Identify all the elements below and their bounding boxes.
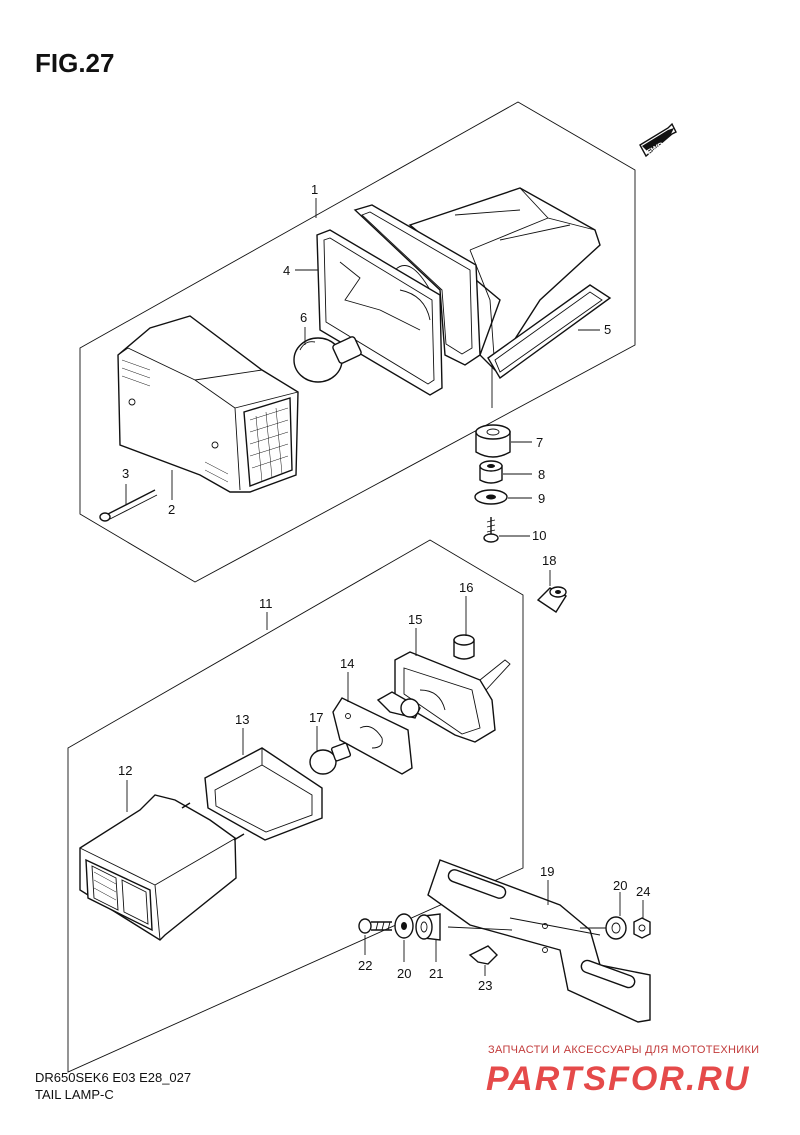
- grommet-7: [475, 424, 511, 458]
- bulb-17: [309, 742, 352, 775]
- assembly-box-11: [67, 539, 524, 1073]
- callout-3: 3: [122, 466, 129, 481]
- callout-6: 6: [300, 310, 307, 325]
- tail-lamp-lens: [117, 315, 299, 493]
- callout-2: 2: [168, 502, 175, 517]
- callout-10: 10: [532, 528, 546, 543]
- forward-arrow-icon: FWD: [639, 122, 677, 158]
- callout-17: 17: [309, 710, 323, 725]
- callout-23: 23: [478, 978, 492, 993]
- watermark-brand: PARTSFOR.RU: [486, 1060, 750, 1098]
- callout-16: 16: [459, 580, 473, 595]
- screw-22: [358, 918, 392, 934]
- bulb-holder: [376, 691, 421, 719]
- clip-23: [468, 945, 498, 965]
- callout-labels: 1 2 3 4 5 6 7 8 9 10 11 12 13 14 15 16 1: [118, 182, 650, 993]
- callout-15: 15: [408, 612, 422, 627]
- callout-24: 24: [636, 884, 650, 899]
- callout-7: 7: [536, 435, 543, 450]
- grommet-16: [453, 634, 475, 660]
- callout-11: 11: [259, 596, 273, 611]
- callout-14: 14: [340, 656, 354, 671]
- lens-gasket: [316, 229, 443, 396]
- callout-18: 18: [542, 553, 556, 568]
- model-code: DR650SEK6 E03 E28_027: [35, 1070, 191, 1085]
- callout-20-left: 20: [397, 966, 411, 981]
- figure-title: FIG.27: [35, 48, 114, 78]
- callout-22: 22: [358, 958, 372, 973]
- section-name: TAIL LAMP-C: [35, 1087, 114, 1102]
- spacer-18: [536, 586, 568, 613]
- callout-9: 9: [538, 491, 545, 506]
- washer-20b: [605, 916, 627, 940]
- callout-13: 13: [235, 712, 249, 727]
- callout-12: 12: [118, 763, 132, 778]
- lens-gasket-14: [332, 697, 413, 775]
- washer-20a: [394, 913, 414, 939]
- watermark-subtitle: ЗАПЧАСТИ И АКСЕССУАРЫ ДЛЯ МОТОТЕХНИКИ: [488, 1044, 759, 1056]
- collar-21: [415, 913, 441, 941]
- assembly-box-1: [79, 101, 636, 583]
- nut-24: [633, 917, 651, 939]
- callout-4: 4: [283, 263, 290, 278]
- bulb-6: [293, 336, 362, 383]
- license-bracket-19: [427, 859, 651, 1023]
- gasket-13: [204, 747, 323, 841]
- collar-8: [479, 460, 503, 484]
- callout-8: 8: [538, 467, 545, 482]
- washer-9: [474, 489, 508, 505]
- screw-3: [99, 489, 158, 522]
- callout-21: 21: [429, 966, 443, 981]
- callout-19: 19: [540, 864, 554, 879]
- housing-gasket: [487, 284, 612, 380]
- lamp-body-12: [79, 794, 245, 941]
- callout-1: 1: [311, 182, 318, 197]
- lamp-housing: [408, 187, 601, 372]
- callout-5: 5: [604, 322, 611, 337]
- socket-housing-15: [394, 651, 511, 743]
- callout-20-right: 20: [613, 878, 627, 893]
- bolt-10: [483, 517, 499, 543]
